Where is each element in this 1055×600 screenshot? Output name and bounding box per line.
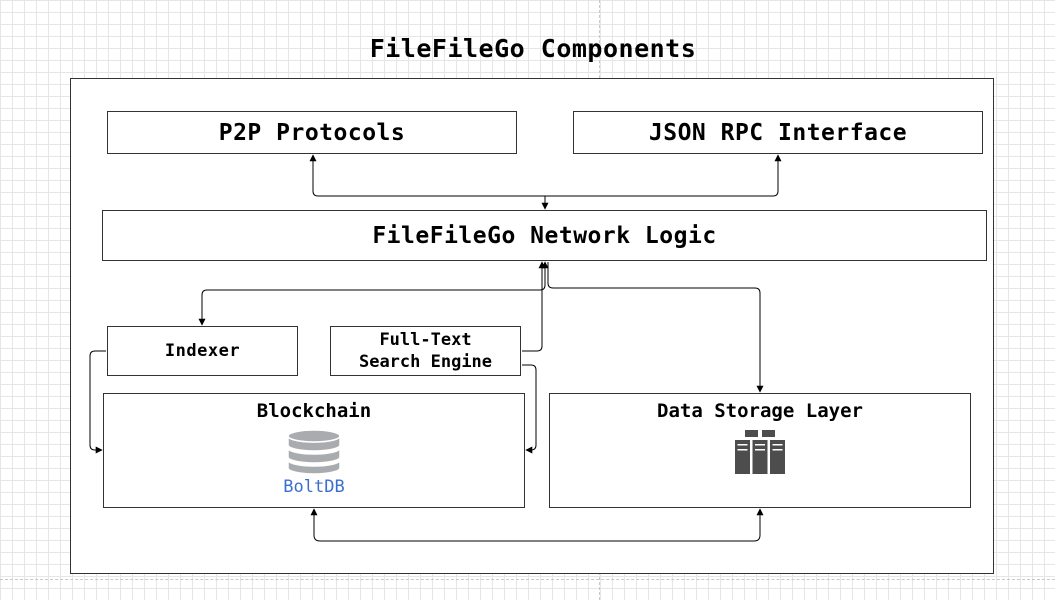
- node-indexer-label: Indexer: [164, 341, 241, 361]
- database-icon: [287, 429, 341, 474]
- node-json-rpc-interface-label: JSON RPC Interface: [648, 119, 908, 146]
- node-full-text-search-engine-label-line1: Full-Text: [379, 330, 472, 350]
- node-json-rpc-interface[interactable]: JSON RPC Interface: [573, 111, 983, 154]
- diagram-title: FileFileGo Components: [369, 34, 697, 63]
- node-blockchain-label: Blockchain: [256, 400, 372, 422]
- server-rack-icon: [735, 430, 785, 474]
- canvas-guide-horizontal: [0, 579, 1055, 580]
- node-data-storage-layer-label: Data Storage Layer: [657, 400, 863, 422]
- node-full-text-search-engine[interactable]: Full-Text Search Engine: [330, 326, 521, 376]
- boltdb-label: BoltDB: [283, 477, 345, 497]
- node-network-logic[interactable]: FileFileGo Network Logic: [102, 210, 987, 261]
- node-p2p-protocols-label: P2P Protocols: [218, 119, 406, 146]
- node-full-text-search-engine-label-line2: Search Engine: [358, 352, 493, 372]
- node-p2p-protocols[interactable]: P2P Protocols: [107, 111, 517, 154]
- node-indexer[interactable]: Indexer: [107, 326, 298, 376]
- node-network-logic-label: FileFileGo Network Logic: [372, 222, 717, 249]
